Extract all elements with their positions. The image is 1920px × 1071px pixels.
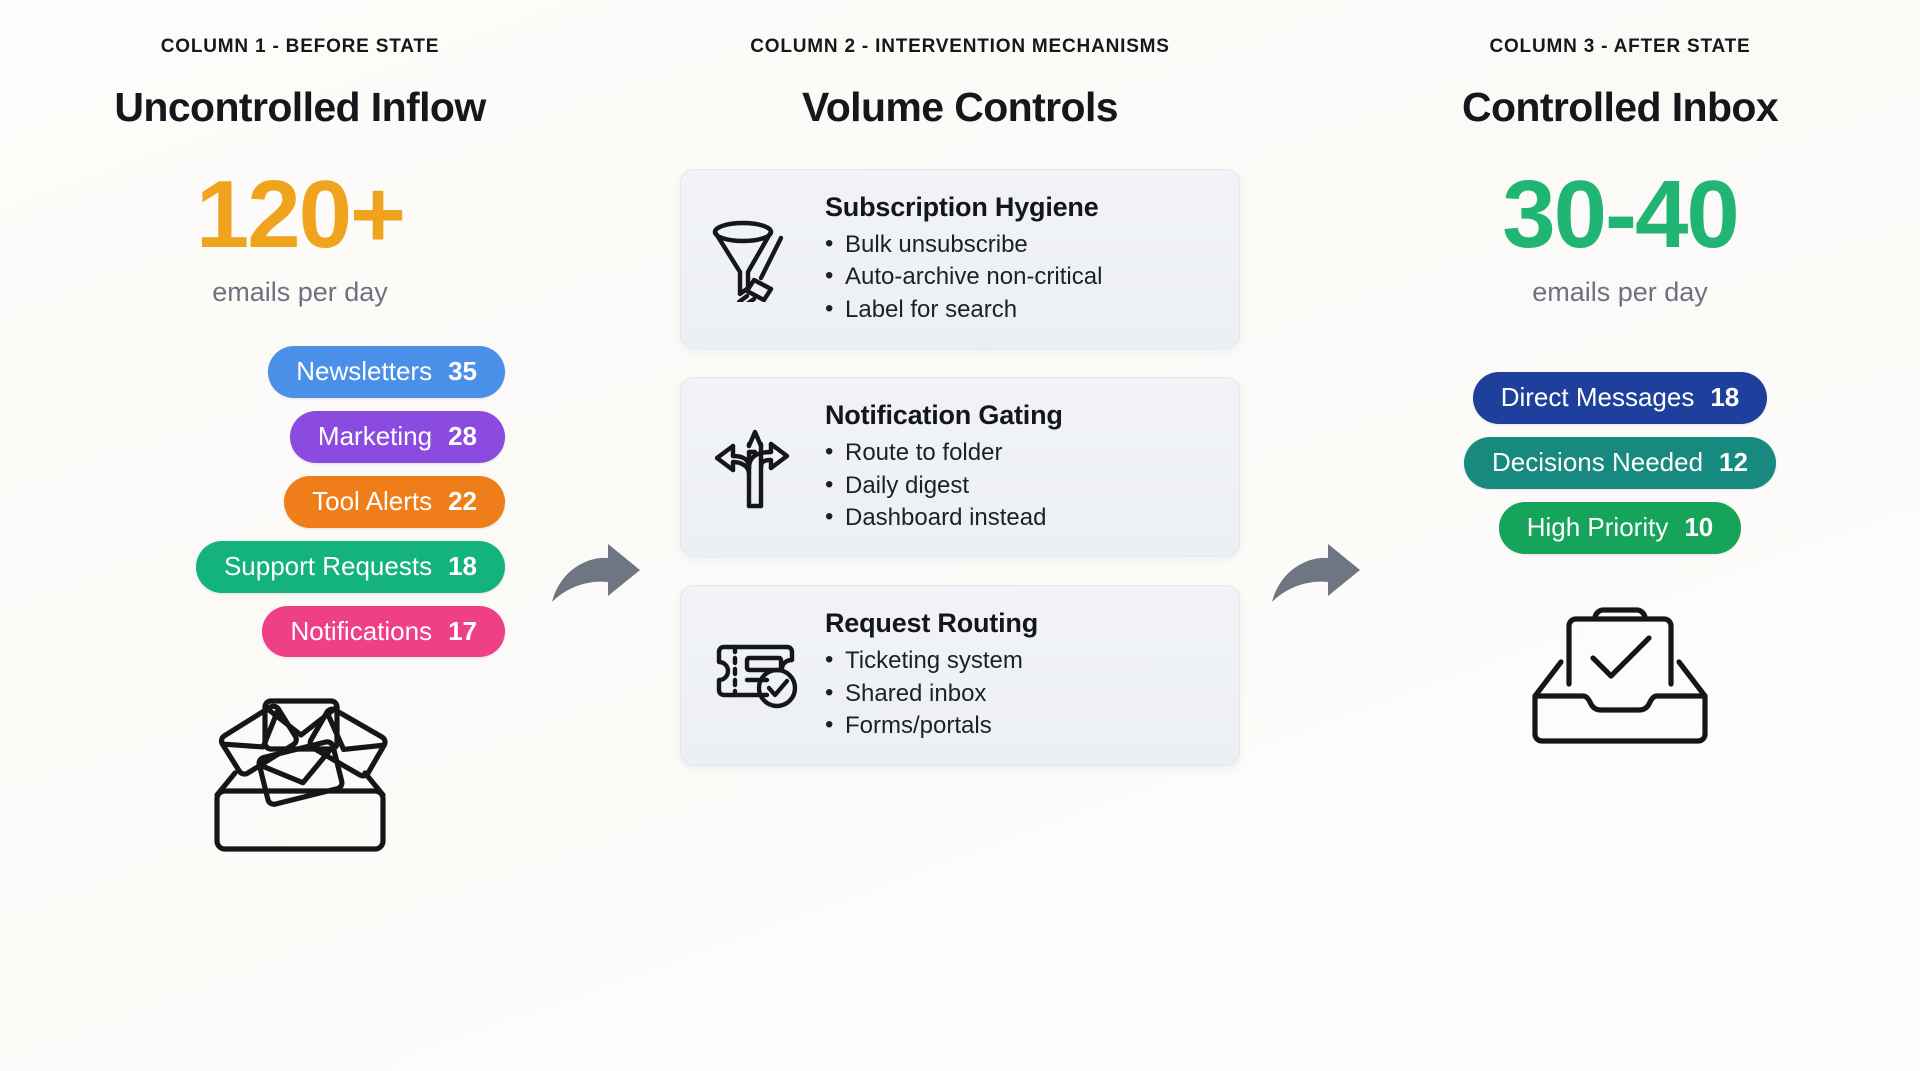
mechanism-card-stack: Subscription Hygiene Bulk unsubscribe Au… [680, 169, 1240, 766]
list-item: Bulk unsubscribe [825, 228, 1213, 261]
pill-label: Newsletters [296, 356, 433, 386]
column-1-big-number: 120+ [195, 161, 406, 268]
pill-label: Marketing [317, 420, 433, 451]
inbox-check-icon [1525, 554, 1715, 749]
column-1-title: Uncontrolled Inflow [114, 84, 486, 130]
pill-value: 35 [448, 356, 477, 386]
pill-label: Decisions Needed [1492, 446, 1704, 477]
pill-value: 22 [448, 485, 477, 516]
overflowing-inbox-icon [205, 657, 395, 857]
card-body: Subscription Hygiene Bulk unsubscribe Au… [825, 192, 1213, 326]
pill-tool-alerts[interactable]: Tool Alerts 22 [284, 475, 505, 528]
before-state-pill-stack: Newsletters 35 Marketing 28 Tool Alerts … [0, 346, 615, 658]
pill-support-requests[interactable]: Support Requests 18 [195, 540, 505, 593]
list-item: Auto-archive non-critical [825, 260, 1213, 293]
list-item: Shared inbox [825, 677, 1213, 710]
pill-value: 17 [448, 615, 477, 646]
list-item: Route to folder [825, 436, 1213, 469]
pill-value: 18 [1710, 382, 1740, 412]
column-2-title: Volume Controls [802, 84, 1119, 130]
column-intervention-mechanisms: COLUMN 2 - INTERVENTION MECHANISMS Volum… [680, 36, 1240, 766]
pill-label: Support Requests [223, 550, 433, 581]
pill-value: 10 [1684, 511, 1714, 542]
card-bullet-list: Bulk unsubscribe Auto-archive non-critic… [825, 228, 1213, 326]
arrow-controls-to-after [1268, 540, 1364, 620]
pill-marketing[interactable]: Marketing 28 [289, 410, 505, 463]
pill-label: Direct Messages [1500, 382, 1695, 412]
card-body: Request Routing Ticketing system Shared … [825, 608, 1213, 742]
pill-direct-messages[interactable]: Direct Messages 18 [1472, 372, 1768, 424]
arrow-before-to-controls [548, 540, 644, 620]
list-item: Label for search [825, 293, 1213, 326]
column-3-title: Controlled Inbox [1461, 84, 1779, 130]
card-body: Notification Gating Route to folder Dail… [825, 400, 1213, 534]
column-2-eyebrow: COLUMN 2 - INTERVENTION MECHANISMS [750, 36, 1170, 57]
after-state-pill-stack: Direct Messages 18 Decisions Needed 12 H… [1360, 372, 1880, 554]
three-way-arrow-icon [703, 424, 807, 510]
pill-value: 18 [448, 550, 477, 581]
pill-value: 12 [1719, 446, 1748, 477]
column-1-eyebrow: COLUMN 1 - BEFORE STATE [160, 36, 440, 57]
pill-high-priority[interactable]: High Priority 10 [1498, 501, 1742, 554]
list-item: Forms/portals [825, 709, 1213, 742]
card-title: Request Routing [825, 608, 1038, 639]
pill-label: Tool Alerts [312, 485, 433, 516]
card-notification-gating[interactable]: Notification Gating Route to folder Dail… [680, 377, 1240, 558]
card-title: Subscription Hygiene [825, 192, 1099, 222]
list-item: Dashboard instead [825, 501, 1213, 534]
card-title: Notification Gating [825, 400, 1063, 431]
pill-label: Notifications [290, 615, 433, 646]
funnel-broom-icon [703, 216, 807, 303]
pill-newsletters[interactable]: Newsletters 35 [268, 346, 505, 398]
pill-notifications[interactable]: Notifications 17 [262, 605, 505, 658]
pill-label: High Priority [1526, 511, 1669, 542]
list-item: Daily digest [825, 469, 1213, 502]
column-3-sublabel: emails per day [1532, 277, 1708, 307]
column-3-eyebrow: COLUMN 3 - AFTER STATE [1489, 36, 1751, 57]
card-bullet-list: Ticketing system Shared inbox Forms/port… [825, 644, 1213, 742]
pill-decisions-needed[interactable]: Decisions Needed 12 [1464, 436, 1776, 489]
card-request-routing[interactable]: Request Routing Ticketing system Shared … [680, 585, 1240, 766]
ticket-check-icon [703, 636, 807, 714]
column-1-sublabel: emails per day [212, 277, 388, 307]
column-after-state: COLUMN 3 - AFTER STATE Controlled Inbox … [1360, 36, 1880, 749]
list-item: Ticketing system [825, 644, 1213, 677]
pill-value: 28 [448, 420, 477, 451]
card-subscription-hygiene[interactable]: Subscription Hygiene Bulk unsubscribe Au… [680, 169, 1240, 350]
column-before-state: COLUMN 1 - BEFORE STATE Uncontrolled Inf… [40, 36, 560, 857]
column-3-big-number: 30-40 [1502, 161, 1740, 268]
card-bullet-list: Route to folder Daily digest Dashboard i… [825, 436, 1213, 534]
